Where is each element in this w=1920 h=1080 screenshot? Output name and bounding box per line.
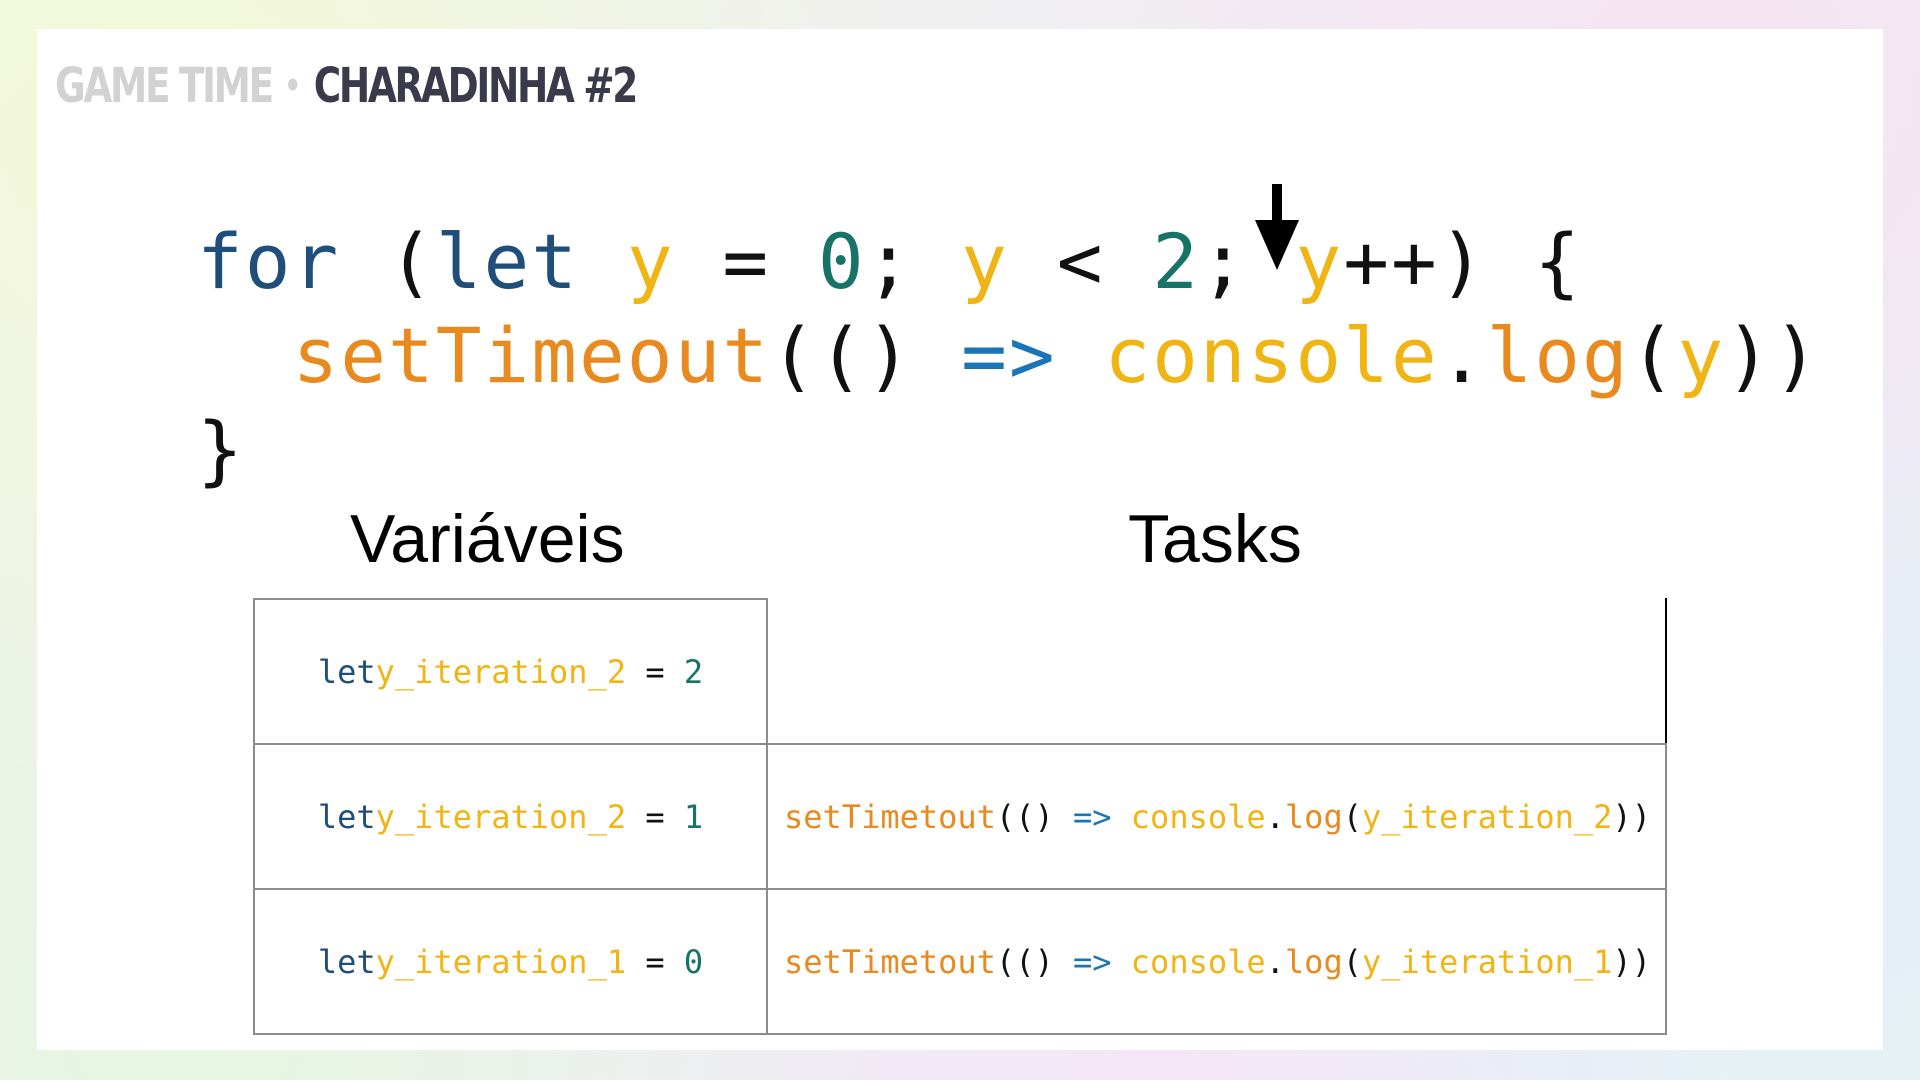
separator-dot: • <box>284 66 302 106</box>
variable-cell: let y_iteration_1 = 0 <box>253 888 768 1035</box>
keyword-let: let <box>435 217 580 306</box>
var-name: y_iteration_1 <box>375 942 627 981</box>
op-assign: = <box>626 942 684 981</box>
var-value: 1 <box>683 797 704 836</box>
code-block: for (let y = 0; y < 2; y++) { setTimeout… <box>197 215 1821 497</box>
paren-open: ( <box>1342 942 1362 981</box>
paren-open: ( <box>1629 311 1678 400</box>
indent <box>197 311 293 400</box>
code-line-1: for (let y = 0; y < 2; y++) { <box>197 217 1582 306</box>
number-zero: 0 <box>817 217 866 306</box>
op-assign: = <box>626 652 684 691</box>
paren-close: )) <box>1612 942 1651 981</box>
fn-settimeout: setTimetout <box>784 942 996 981</box>
section-label: GAME TIME <box>55 58 274 114</box>
variable-cell: let y_iteration_2 = 2 <box>253 598 768 745</box>
var-name: y_iteration_2 <box>375 652 627 691</box>
tasks-label: Tasks <box>1128 501 1302 577</box>
paren-open: ( <box>1342 797 1362 836</box>
slide: GAME TIME • CHARADINHA #2 <box>37 29 1883 1050</box>
variables-label: Variáveis <box>350 501 625 577</box>
slide-header: GAME TIME • CHARADINHA #2 <box>55 51 639 121</box>
method-log: log <box>1284 942 1343 981</box>
var-name: y_iteration_2 <box>375 797 627 836</box>
paren-open: ( <box>340 217 436 306</box>
paren: (() <box>995 797 1073 836</box>
task-cell-empty <box>766 598 1667 745</box>
arg: y_iteration_1 <box>1361 942 1613 981</box>
down-arrow-icon <box>1255 184 1299 270</box>
dot: . <box>1265 942 1285 981</box>
dot: . <box>1265 797 1285 836</box>
obj-console: console <box>1130 942 1266 981</box>
slide-title: CHARADINHA #2 <box>313 58 639 114</box>
var-y: y <box>1295 217 1344 306</box>
arrow-operator: => <box>1072 797 1112 836</box>
paren-close: )) <box>1612 797 1651 836</box>
fn-settimeout: setTimetout <box>784 797 996 836</box>
method-log: log <box>1284 797 1343 836</box>
space <box>1057 311 1105 400</box>
space <box>1112 943 1131 981</box>
arrow-operator: => <box>1072 942 1112 981</box>
space <box>1112 798 1131 836</box>
keyword-let: let <box>317 797 376 836</box>
variable-cell: let y_iteration_2 = 1 <box>253 743 768 890</box>
code-line-3: } <box>197 405 245 494</box>
paren-close: )) <box>1725 311 1821 400</box>
arg-y: y <box>1677 311 1726 400</box>
keyword-let: let <box>317 942 376 981</box>
dot: . <box>1438 311 1487 400</box>
code-line-2: setTimeout(() => console.log(y)) <box>197 311 1821 400</box>
arrow-operator: => <box>961 311 1057 400</box>
var-y: y <box>961 217 1009 306</box>
task-cell: setTimetout(() => console.log(y_iteratio… <box>766 743 1667 890</box>
keyword-for: for <box>197 217 341 306</box>
method-log: log <box>1486 311 1630 400</box>
var-value: 2 <box>683 652 704 691</box>
fn-settimeout: setTimeout <box>292 311 771 400</box>
obj-console: console <box>1130 797 1266 836</box>
obj-console: console <box>1104 311 1439 400</box>
op-increment: ++) { <box>1343 217 1583 306</box>
var-value: 0 <box>683 942 704 981</box>
semicolon: ; <box>1199 217 1296 306</box>
paren: (() <box>995 942 1073 981</box>
semicolon: ; <box>865 217 962 306</box>
paren: (() <box>770 311 962 400</box>
number-two: 2 <box>1152 217 1200 306</box>
op-assign: = <box>626 797 684 836</box>
op-assign: = <box>674 217 818 306</box>
task-cell: setTimetout(() => console.log(y_iteratio… <box>766 888 1667 1035</box>
memory-table: let y_iteration_2 = 2 let y_iteration_2 … <box>253 598 1667 1035</box>
arg: y_iteration_2 <box>1361 797 1613 836</box>
op-less-than: < <box>1008 217 1153 306</box>
var-y: y <box>626 217 675 306</box>
keyword-let: let <box>317 652 376 691</box>
